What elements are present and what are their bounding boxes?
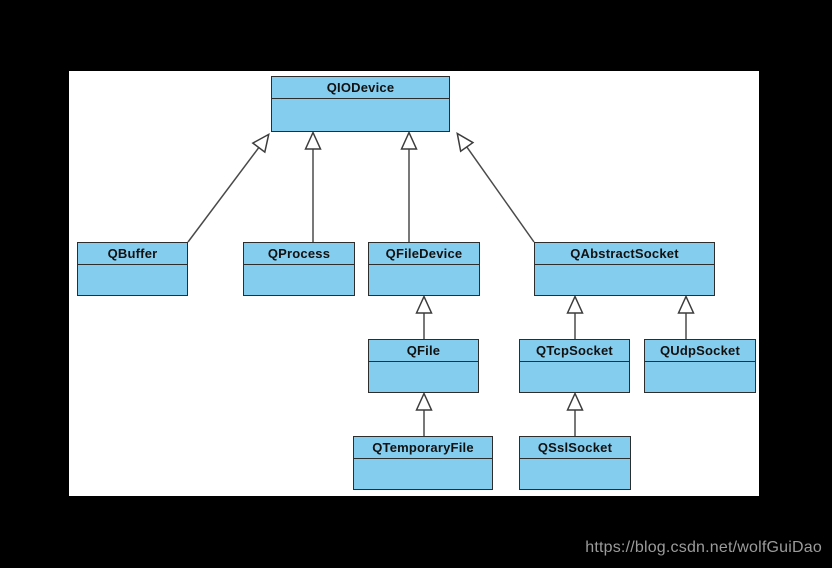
- class-box-qprocess: QProcess: [243, 242, 355, 296]
- class-compartment-qtemporaryfile: [354, 459, 492, 489]
- class-box-qfile: QFile: [368, 339, 479, 393]
- class-name-qsslsocket: QSslSocket: [520, 437, 630, 459]
- class-compartment-qabstractsocket: [535, 265, 714, 295]
- inheritance-arrow-qabstractsocket-to-qiodevice: [456, 131, 535, 243]
- class-compartment-qprocess: [244, 265, 354, 295]
- class-box-qfiledevice: QFileDevice: [368, 242, 480, 296]
- inheritance-arrow-layer: [187, 130, 695, 436]
- class-box-qsslsocket: QSslSocket: [519, 436, 631, 490]
- class-name-qfiledevice: QFileDevice: [369, 243, 479, 265]
- inheritance-arrow-qbuffer-to-qiodevice: [187, 132, 270, 243]
- class-compartment-qfile: [369, 362, 478, 392]
- class-compartment-qbuffer: [78, 265, 187, 295]
- diagram-panel: QIODevice QBuffer QProcess QFileDevice Q…: [69, 71, 759, 496]
- class-name-qtemporaryfile: QTemporaryFile: [354, 437, 492, 459]
- class-name-qabstractsocket: QAbstractSocket: [535, 243, 714, 265]
- class-name-qbuffer: QBuffer: [78, 243, 187, 265]
- class-compartment-qudpsocket: [645, 362, 755, 392]
- class-compartment-qtcpsocket: [520, 362, 629, 392]
- class-box-qabstractsocket: QAbstractSocket: [534, 242, 715, 296]
- class-box-qudpsocket: QUdpSocket: [644, 339, 756, 393]
- class-name-qudpsocket: QUdpSocket: [645, 340, 755, 362]
- class-name-qfile: QFile: [369, 340, 478, 362]
- class-name-qiodevice: QIODevice: [272, 77, 449, 99]
- watermark-url: https://blog.csdn.net/wolfGuiDao: [585, 539, 822, 556]
- class-name-qprocess: QProcess: [244, 243, 354, 265]
- class-compartment-qsslsocket: [520, 459, 630, 489]
- class-box-qbuffer: QBuffer: [77, 242, 188, 296]
- class-box-qtcpsocket: QTcpSocket: [519, 339, 630, 393]
- class-compartment-qiodevice: [272, 99, 449, 131]
- class-compartment-qfiledevice: [369, 265, 479, 295]
- class-box-qiodevice: QIODevice: [271, 76, 450, 132]
- class-box-qtemporaryfile: QTemporaryFile: [353, 436, 493, 490]
- class-name-qtcpsocket: QTcpSocket: [520, 340, 629, 362]
